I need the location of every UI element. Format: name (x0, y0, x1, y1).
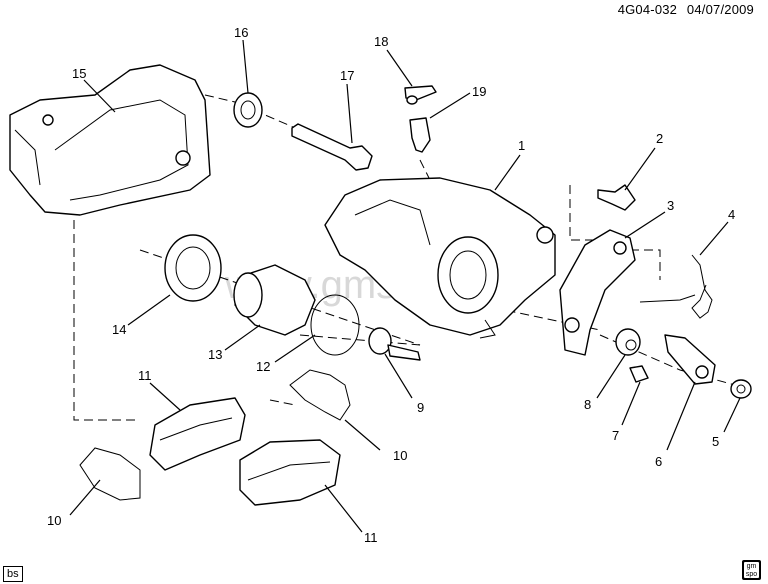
diagram-date: 04/07/2009 (686, 2, 754, 17)
part-18-bleeder-cap (404, 85, 437, 105)
gm-logo-line2: spo (745, 571, 758, 578)
part-3-parking-brake-lever (559, 229, 636, 356)
part-16-guide-pin-boot (233, 92, 263, 128)
diagram-code: 4G04-032 (617, 2, 678, 17)
callout-4: 4 (728, 207, 735, 222)
callout-labels: 1 2 3 4 5 6 7 8 9 10 10 11 11 12 13 14 1… (47, 25, 735, 545)
part-1-caliper-housing (324, 177, 556, 339)
callout-2: 2 (656, 131, 663, 146)
callout-1: 1 (518, 138, 525, 153)
callout-3: 3 (667, 198, 674, 213)
callout-15: 15 (72, 66, 86, 81)
part-5-nut (730, 379, 752, 399)
callout-12: 12 (256, 359, 270, 374)
callout-10-left: 10 (47, 513, 61, 528)
callout-8: 8 (584, 397, 591, 412)
part-19-bleeder-valve (409, 117, 431, 153)
callout-13: 13 (208, 347, 222, 362)
callout-7: 7 (612, 428, 619, 443)
gm-logo-line1: gm (746, 563, 757, 570)
part-2-bolt (597, 184, 636, 211)
callout-17: 17 (340, 68, 354, 83)
callout-6: 6 (655, 454, 662, 469)
callout-19: 19 (472, 84, 486, 99)
callout-18: 18 (374, 34, 388, 49)
part-8-bushing (615, 328, 641, 356)
part-11-inner-brake-pad (149, 397, 246, 471)
part-15-caliper-bracket (9, 64, 211, 216)
part-4-return-spring (639, 254, 713, 319)
part-9-adjuster-shaft (368, 327, 421, 361)
part-7-bolt (629, 365, 649, 383)
diagram-header: 4G04-032 04/07/2009 (612, 2, 754, 17)
callout-16: 16 (234, 25, 248, 40)
part-10-pad-clip-upper (289, 369, 351, 421)
leader-lines (69, 39, 741, 533)
callout-14: 14 (112, 322, 126, 337)
part-17-guide-pin-bolt (291, 123, 373, 171)
part-10-pad-clip-lower (79, 447, 141, 501)
part-14-dust-boot (164, 234, 222, 302)
callout-10-right: 10 (393, 448, 407, 463)
callout-5: 5 (712, 434, 719, 449)
part-12-piston-seal (310, 294, 360, 356)
callout-9: 9 (417, 400, 424, 415)
callout-11-lower: 11 (364, 530, 378, 545)
part-11-outer-brake-pad (239, 439, 341, 506)
gm-spo-logo: gm spo (742, 560, 761, 580)
part-13-piston (233, 264, 316, 336)
part-6-lever (664, 334, 716, 385)
bs-badge: bs (3, 566, 23, 582)
callout-11-upper: 11 (138, 368, 152, 383)
